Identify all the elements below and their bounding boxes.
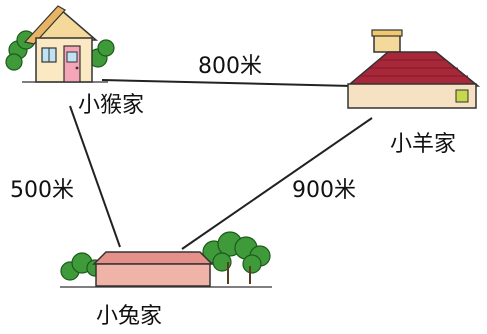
label-monkey-home: 小猴家 [78,93,145,118]
label-sheep-home: 小羊家 [390,132,457,157]
distance-monkey-rabbit: 500米 [10,178,74,203]
distance-monkey-sheep: 800米 [198,54,262,79]
monkey-house [5,5,115,83]
sheep-house [347,29,481,109]
connecting-lines [69,79,373,250]
line-monkey-sheep [101,79,353,87]
rabbit-house [60,231,272,288]
line-monkey-rabbit [69,105,121,248]
label-rabbit-home: 小兔家 [96,304,163,329]
distance-sheep-rabbit: 900米 [292,178,356,203]
line-sheep-rabbit [181,117,373,250]
